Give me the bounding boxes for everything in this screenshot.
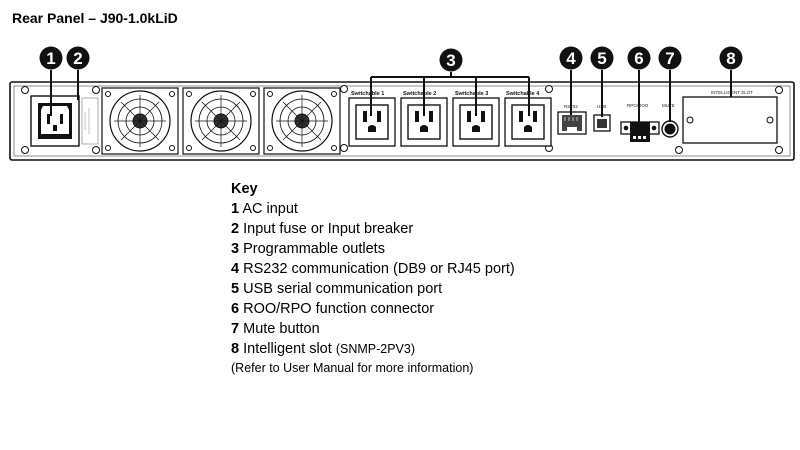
key-item-8-model: (SNMP-2PV3) bbox=[335, 342, 415, 356]
outlet-2-label: Switchable 2 bbox=[403, 91, 436, 97]
outlet-4-label: Switchable 4 bbox=[506, 91, 540, 97]
outlet-1-label: Switchable 1 bbox=[351, 91, 384, 97]
key-item-2: 2 Input fuse or Input breaker bbox=[231, 221, 414, 237]
rpo-roo-connector: RPO/ROO bbox=[620, 103, 660, 142]
callout-5: 5 bbox=[590, 46, 614, 70]
callout-leader-lines bbox=[50, 70, 732, 124]
chassis-inner-outline bbox=[13, 85, 791, 157]
key-heading: Key bbox=[231, 181, 258, 197]
fan-2 bbox=[182, 87, 260, 155]
programmable-outlets: Switchable 1 Switchable 2 Switchable 3 S… bbox=[348, 91, 552, 147]
svg-text:5: 5 bbox=[597, 49, 606, 68]
callout-1: 1 bbox=[39, 46, 63, 70]
mute-button: MUTE bbox=[661, 103, 679, 138]
svg-text:4: 4 bbox=[566, 49, 576, 68]
callouts: 1 2 3 4 5 6 7 8 bbox=[39, 46, 743, 72]
fan-3 bbox=[263, 87, 341, 155]
rear-panel-diagram: Switchable 1 Switchable 2 Switchable 3 S… bbox=[9, 46, 795, 161]
svg-text:7: 7 bbox=[665, 49, 674, 68]
callout-4: 4 bbox=[559, 46, 583, 70]
key-legend: Key 1 AC input 2 Input fuse or Input bre… bbox=[231, 179, 515, 377]
key-item-8: 8 Intelligent slot (SNMP-2PV3) bbox=[231, 341, 415, 357]
outlet-3-label: Switchable 3 bbox=[455, 91, 488, 97]
outlet-1: Switchable 1 bbox=[348, 91, 396, 147]
svg-text:6: 6 bbox=[634, 49, 643, 68]
key-item-4: 4 RS232 communication (DB9 or RJ45 port) bbox=[231, 261, 515, 277]
key-item-5: 5 USB serial communication port bbox=[231, 281, 443, 297]
callout-8: 8 bbox=[719, 46, 743, 70]
callout-7: 7 bbox=[658, 46, 682, 70]
intelligent-slot: INTELLIGENT SLOT bbox=[682, 90, 778, 144]
svg-text:8: 8 bbox=[726, 49, 735, 68]
outlets-bracket bbox=[370, 72, 530, 116]
key-item-6: 6 ROO/RPO function connector bbox=[231, 301, 435, 317]
svg-text:3: 3 bbox=[446, 51, 455, 70]
key-item-3: 3 Programmable outlets bbox=[231, 241, 385, 257]
mute-label: MUTE bbox=[662, 103, 675, 108]
outlet-2: Switchable 2 bbox=[400, 91, 448, 147]
callout-6: 6 bbox=[627, 46, 651, 70]
callout-3: 3 bbox=[439, 48, 463, 72]
svg-text:2: 2 bbox=[73, 49, 82, 68]
rpo-roo-label: RPO/ROO bbox=[627, 103, 649, 108]
ac-input-inlet bbox=[30, 95, 80, 147]
key-item-7: 7 Mute button bbox=[231, 321, 320, 337]
page-title: Rear Panel – J90-1.0kLiD bbox=[12, 10, 178, 26]
cooling-fans bbox=[101, 87, 341, 155]
fan-1 bbox=[101, 87, 179, 155]
intelligent-slot-label: INTELLIGENT SLOT bbox=[711, 90, 753, 95]
input-fuse-area bbox=[81, 97, 99, 145]
key-item-1: 1 AC input bbox=[231, 201, 298, 217]
callout-2: 2 bbox=[66, 46, 90, 70]
svg-text:1: 1 bbox=[46, 49, 55, 68]
key-note: (Refer to User Manual for more informati… bbox=[231, 361, 474, 375]
